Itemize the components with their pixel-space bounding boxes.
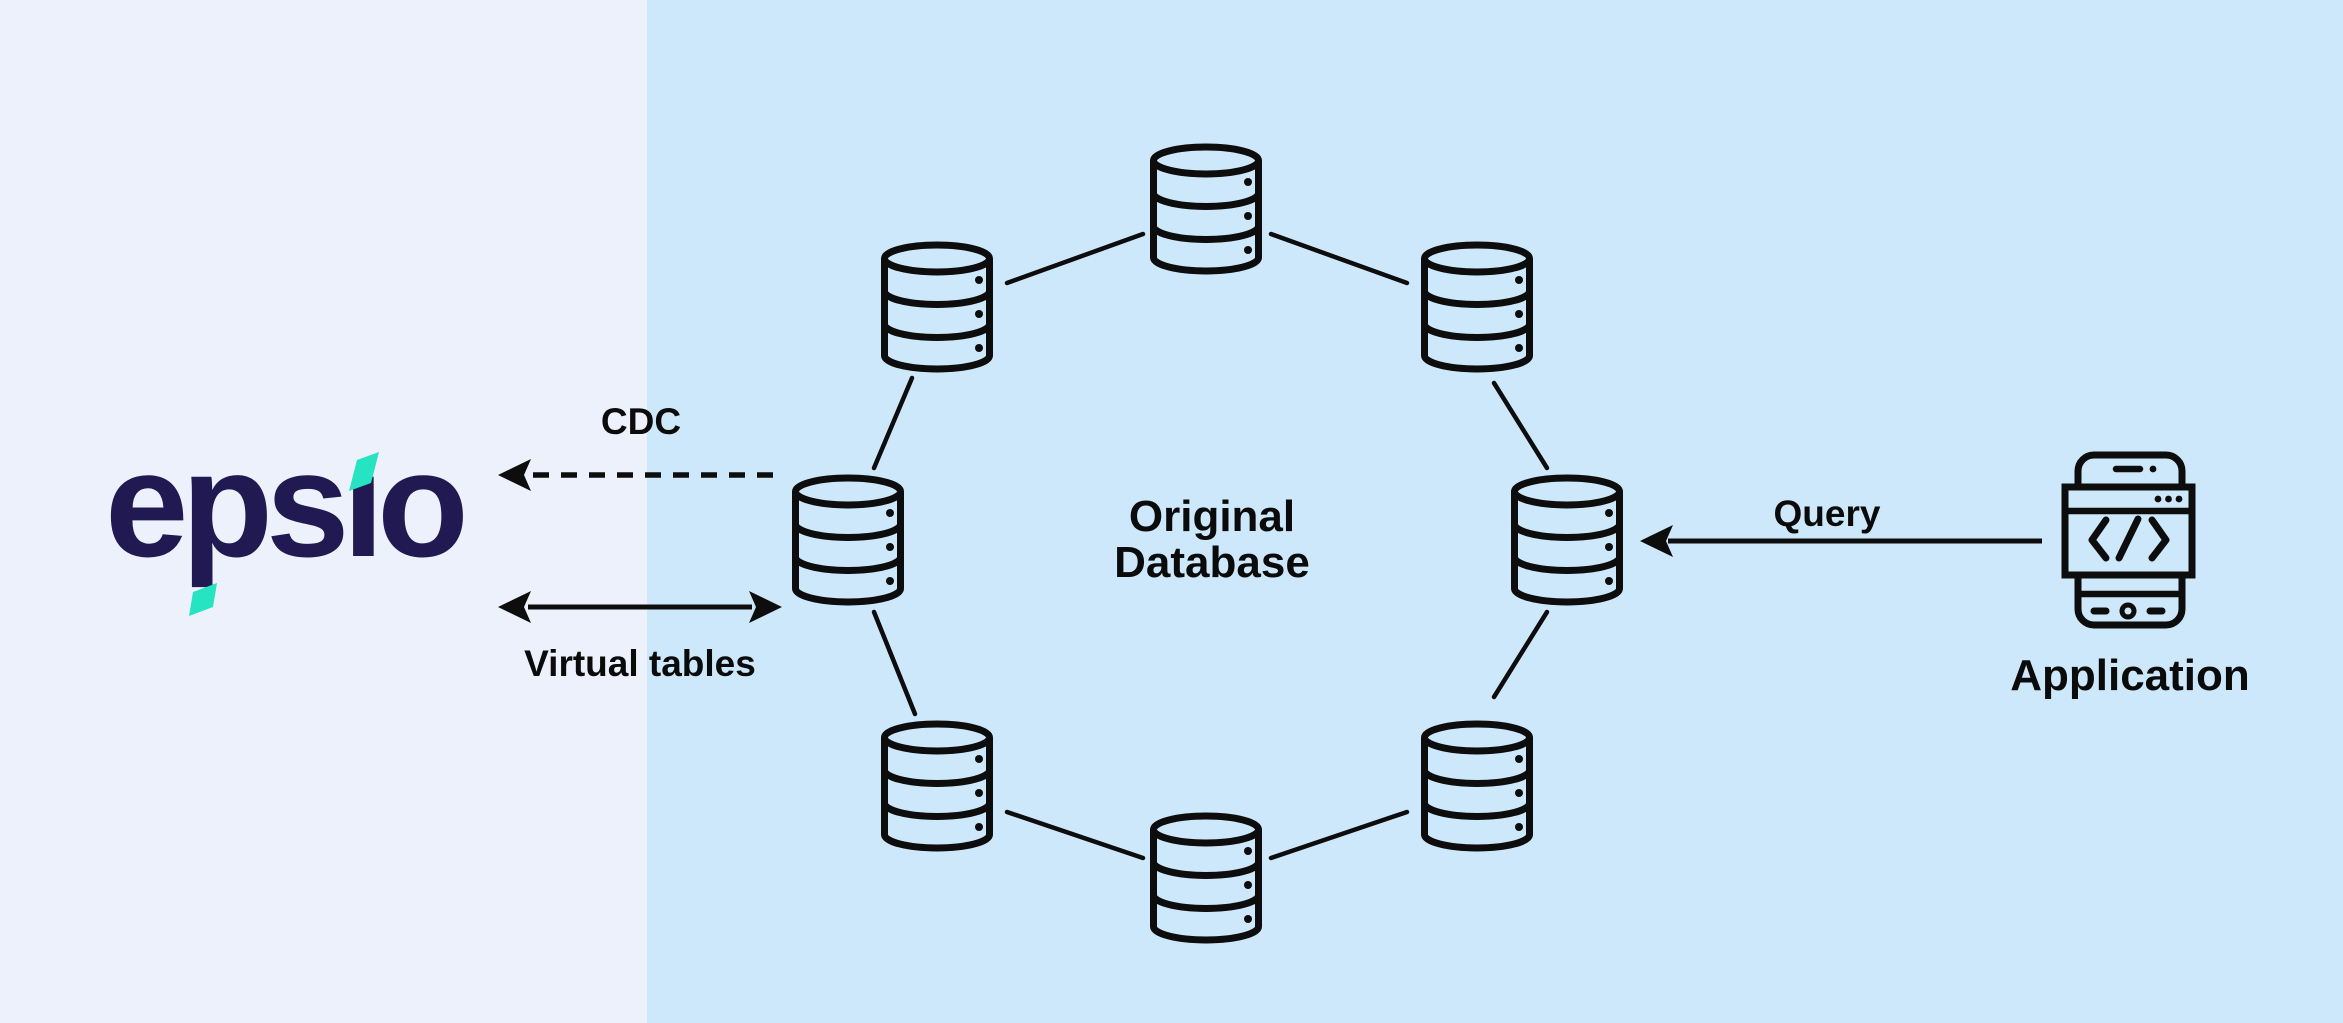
cdc-label: CDC [601,401,681,442]
virtual-tables-label: Virtual tables [524,643,756,684]
ring-connector-right-bottom-right [1491,609,1550,700]
logo-i-dot-accent [349,452,379,491]
ring-connector-bottom-left-left [871,609,918,717]
ring-title-line2: Database [1114,538,1310,587]
ring-connector-top-top-right [1268,231,1410,286]
ring-connector-bottom-bottom-left [1004,809,1146,861]
query-label: Query [1774,493,1881,534]
database-icon-bottom-left [885,724,990,848]
ring-connectors [871,231,1550,861]
ring-connector-top-right-right [1491,380,1550,471]
database-icon-left [796,478,901,602]
database-icon-bottom [1154,816,1259,940]
database-icon-top [1154,147,1259,271]
ring-title-line1: Original [1129,492,1295,541]
ring-connector-bottom-right-bottom [1268,809,1410,861]
application-phone-icon [2065,455,2192,625]
database-icon-bottom-right [1425,724,1530,848]
virtual-tables-arrow [498,591,782,623]
ring-connector-top-left-top [1004,231,1146,286]
ring-connector-left-top-left [871,375,915,471]
cdc-arrow [498,459,780,491]
left-panel [0,0,647,1023]
logo-p-accent [189,583,217,616]
application-label: Application [2010,651,2250,700]
database-icon-right [1515,478,1620,602]
database-icon-top-right [1425,245,1530,369]
database-icon-top-left [885,245,990,369]
epsio-logo: epsıo [105,436,470,616]
query-arrow [1640,525,2042,557]
epsio-logo-text: epsıo [105,436,463,588]
right-panel [647,0,2343,1023]
